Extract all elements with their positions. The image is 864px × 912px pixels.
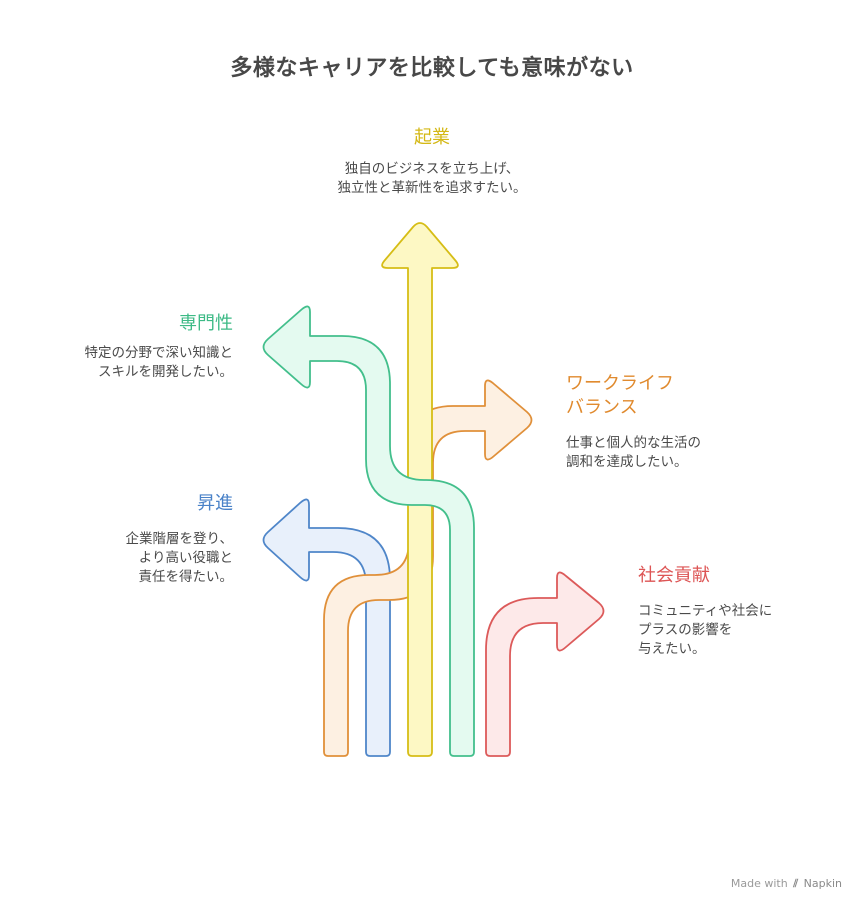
napkin-logo-icon: ⫽ [793,877,799,890]
entrepreneur-block: 起業 独自のビジネスを立ち上げ、 独立性と革新性を追求すたい。 [282,126,582,198]
social-contribution-heading: 社会貢献 [638,565,710,586]
specialty-arrow [262,305,475,757]
promotion-heading: 昇進 [197,493,233,514]
specialty-description: 特定の分野で深い知識と スキルを開発したい。 [84,345,234,380]
made-with-napkin-footer[interactable]: Made with ⫽ Napkin [731,877,842,891]
promotion-arrow [262,498,391,757]
social-contribution-description: コミュニティや社会に プラスの影響を 与えたい。 [638,603,773,657]
napkin-brand: Napkin [803,877,842,890]
social-contribution-block: 社会貢献 コミュニティや社会に プラスの影響を 与えたい。 [638,564,838,659]
entrepreneur-description: 独自のビジネスを立ち上げ、 独立性と革新性を追求すたい。 [337,161,527,196]
work-life-balance-block: ワークライフ バランス 仕事と個人的な生活の 調和を達成したい。 [566,372,766,472]
promotion-description: 企業階層を登り、 より高い役職と 責任を得たい。 [125,531,233,585]
made-with-label: Made with [730,877,788,890]
work-life-balance-heading: ワークライフ バランス [566,373,674,418]
social-contribution-arrow [485,571,605,757]
promotion-block: 昇進 企業階層を登り、 より高い役職と 責任を得たい。 [60,492,233,587]
work-life-balance-description: 仕事と個人的な生活の 調和を達成したい。 [566,435,701,470]
specialty-heading: 専門性 [179,313,233,334]
entrepreneur-heading: 起業 [414,127,450,148]
diagram-title: 多様なキャリアを比較しても意味がない [230,56,634,81]
specialty-block: 専門性 特定の分野で深い知識と スキルを開発したい。 [40,312,234,382]
